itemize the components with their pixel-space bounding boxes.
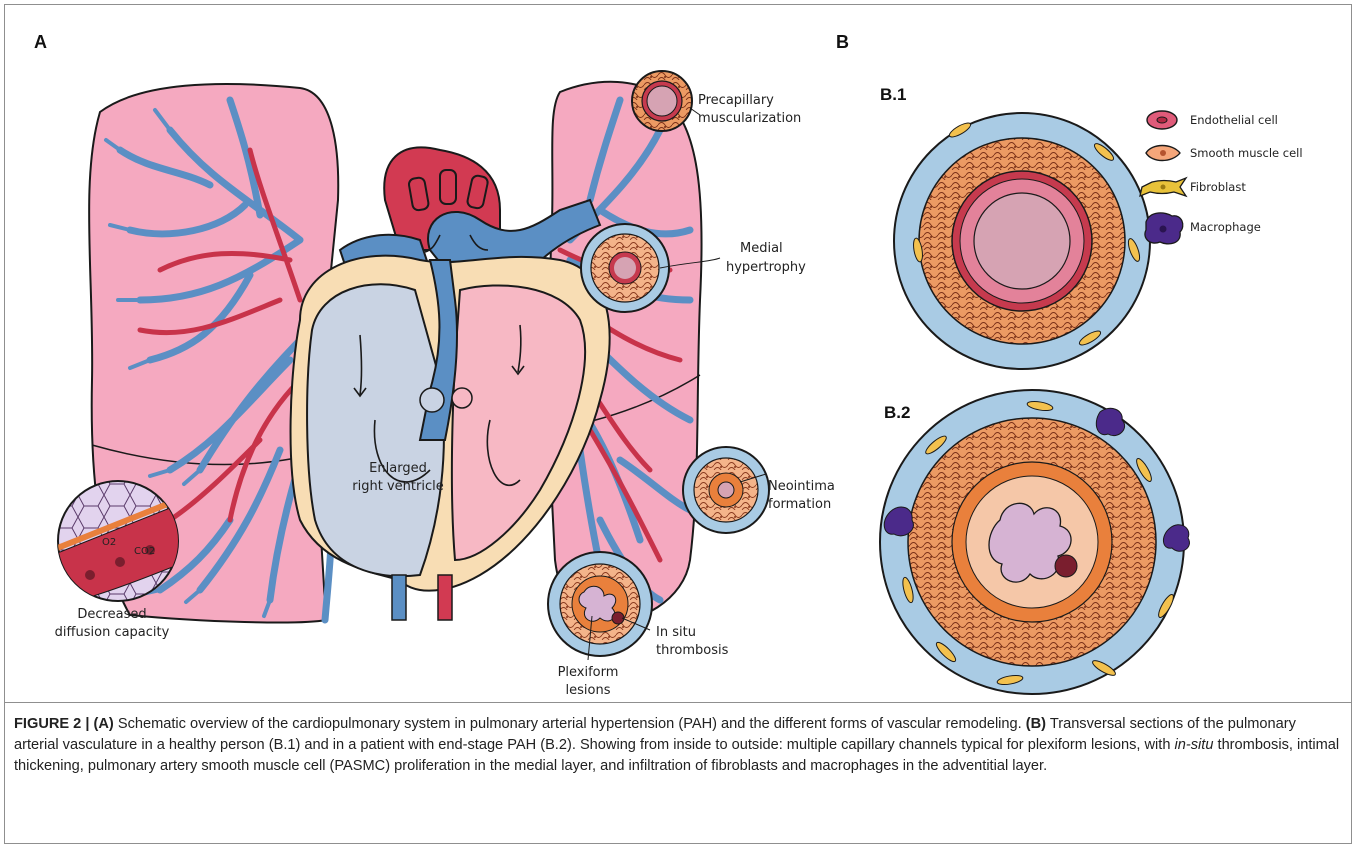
precapillary-label-line1: Precapillary [698, 93, 774, 108]
cell-legend: Endothelial cell Smooth muscle cell Fibr… [1140, 111, 1303, 244]
medial-label-line2: hypertrophy [726, 260, 806, 275]
figure-caption: FIGURE 2 | (A) Schematic overview of the… [14, 714, 1344, 777]
plexiform-section [548, 552, 652, 660]
neointima-label-line1: Neointima [768, 479, 835, 494]
caption-divider [4, 702, 1352, 703]
legend-smooth-muscle: Smooth muscle cell [1190, 146, 1303, 160]
diffusion-label-line1: Decreased [77, 607, 146, 622]
endothelial-cell-icon [1147, 111, 1177, 129]
co2-label: CO2 [134, 546, 155, 557]
caption-figure-label: FIGURE 2 | [14, 716, 89, 732]
ventricle-label-line2: right ventricle [352, 479, 443, 494]
panel-a-label: A [34, 32, 47, 52]
neointima-label-line2: formation [768, 497, 831, 512]
panel-b-label: B [836, 32, 849, 52]
caption-b-tag: (B) [1026, 716, 1046, 732]
precapillary-section [632, 71, 700, 131]
insitu-label-line2: thrombosis [656, 643, 729, 658]
neointima-section [683, 447, 769, 533]
healthy-vessel-section [894, 113, 1150, 369]
figure-artwork: A B [0, 0, 1358, 700]
legend-macrophage: Macrophage [1190, 220, 1261, 234]
lungs-heart-illustration: Enlarged right ventricle [89, 82, 702, 623]
smooth-muscle-cell-icon [1146, 146, 1180, 161]
fibroblast-icon [1140, 178, 1186, 196]
b2-label: B.2 [884, 403, 910, 422]
pah-vessel-section [880, 390, 1189, 694]
legend-fibroblast: Fibroblast [1190, 180, 1246, 194]
caption-a-tag: (A) [94, 716, 114, 732]
diffusion-label-line2: diffusion capacity [55, 625, 170, 640]
caption-a-text: Schematic overview of the cardiopulmonar… [118, 716, 1022, 732]
legend-endothelial: Endothelial cell [1190, 113, 1278, 127]
ventricle-label-line1: Enlarged [369, 461, 427, 476]
plexiform-label-line2: lesions [566, 683, 611, 698]
precapillary-label-line2: muscularization [698, 111, 801, 126]
o2-label: O2 [102, 537, 116, 548]
macrophage-icon [1145, 213, 1183, 244]
plexiform-label-line1: Plexiform [558, 665, 619, 680]
b1-label: B.1 [880, 85, 906, 104]
caption-b-italic: in-situ [1175, 737, 1214, 753]
medial-label-line1: Medial [740, 241, 783, 256]
insitu-label-line1: In situ [656, 625, 696, 640]
